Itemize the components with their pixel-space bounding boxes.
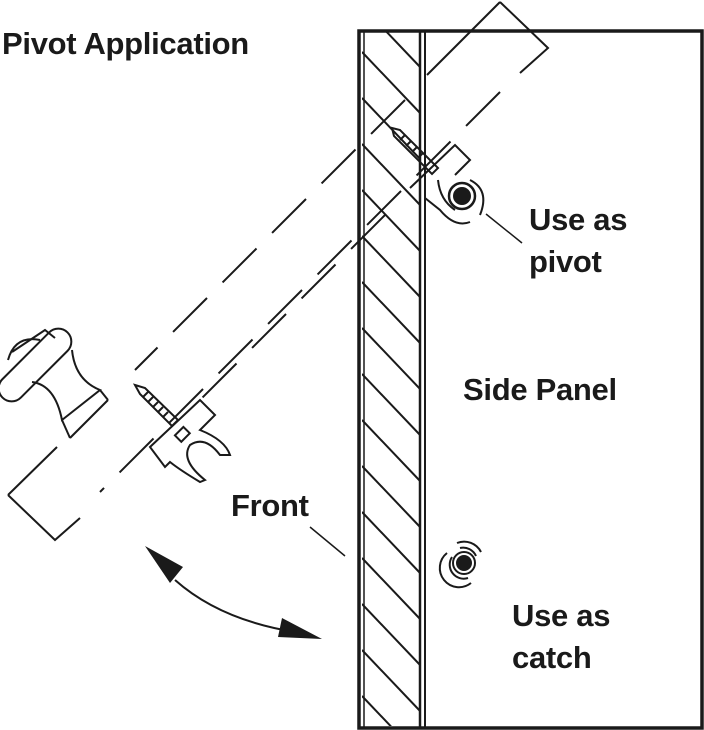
hatch-line: [385, 32, 421, 69]
pivot-hardware-loose-icon: [132, 383, 232, 484]
knob-icon: [0, 327, 109, 439]
front-edge-hatching: [362, 0, 421, 726]
pivot-label-line2: pivot: [529, 244, 602, 279]
pivot-hardware-installed-icon: [390, 126, 485, 225]
catch-label-line1: Use as: [512, 598, 611, 633]
door-outline: [7, 1, 550, 542]
hatch-line: [362, 649, 421, 713]
hatch-line: [362, 511, 421, 575]
hatch-line: [362, 465, 421, 529]
hatch-line: [362, 281, 421, 345]
diagram-title: Pivot Application: [2, 26, 249, 61]
hatch-line: [362, 235, 421, 299]
hatch-line: [362, 603, 421, 667]
hatch-line: [362, 143, 421, 207]
front-leader-line: [309, 526, 346, 557]
hatch-line: [362, 189, 421, 253]
pivot-leader-line: [485, 213, 523, 244]
hatch-line: [362, 373, 421, 437]
swing-arrow-icon: [145, 546, 322, 639]
hatch-line: [362, 695, 392, 726]
pivot-label-line1: Use as: [529, 202, 628, 237]
hatch-line: [362, 419, 421, 483]
side-panel-label: Side Panel: [463, 372, 617, 407]
hatch-line: [362, 557, 421, 621]
front-label: Front: [231, 488, 309, 523]
hatch-line: [362, 327, 421, 391]
catch-label-line2: catch: [512, 640, 592, 675]
hatch-line: [362, 0, 421, 22]
catch-magnet-icon: [438, 540, 482, 589]
hatch-line: [362, 51, 421, 115]
